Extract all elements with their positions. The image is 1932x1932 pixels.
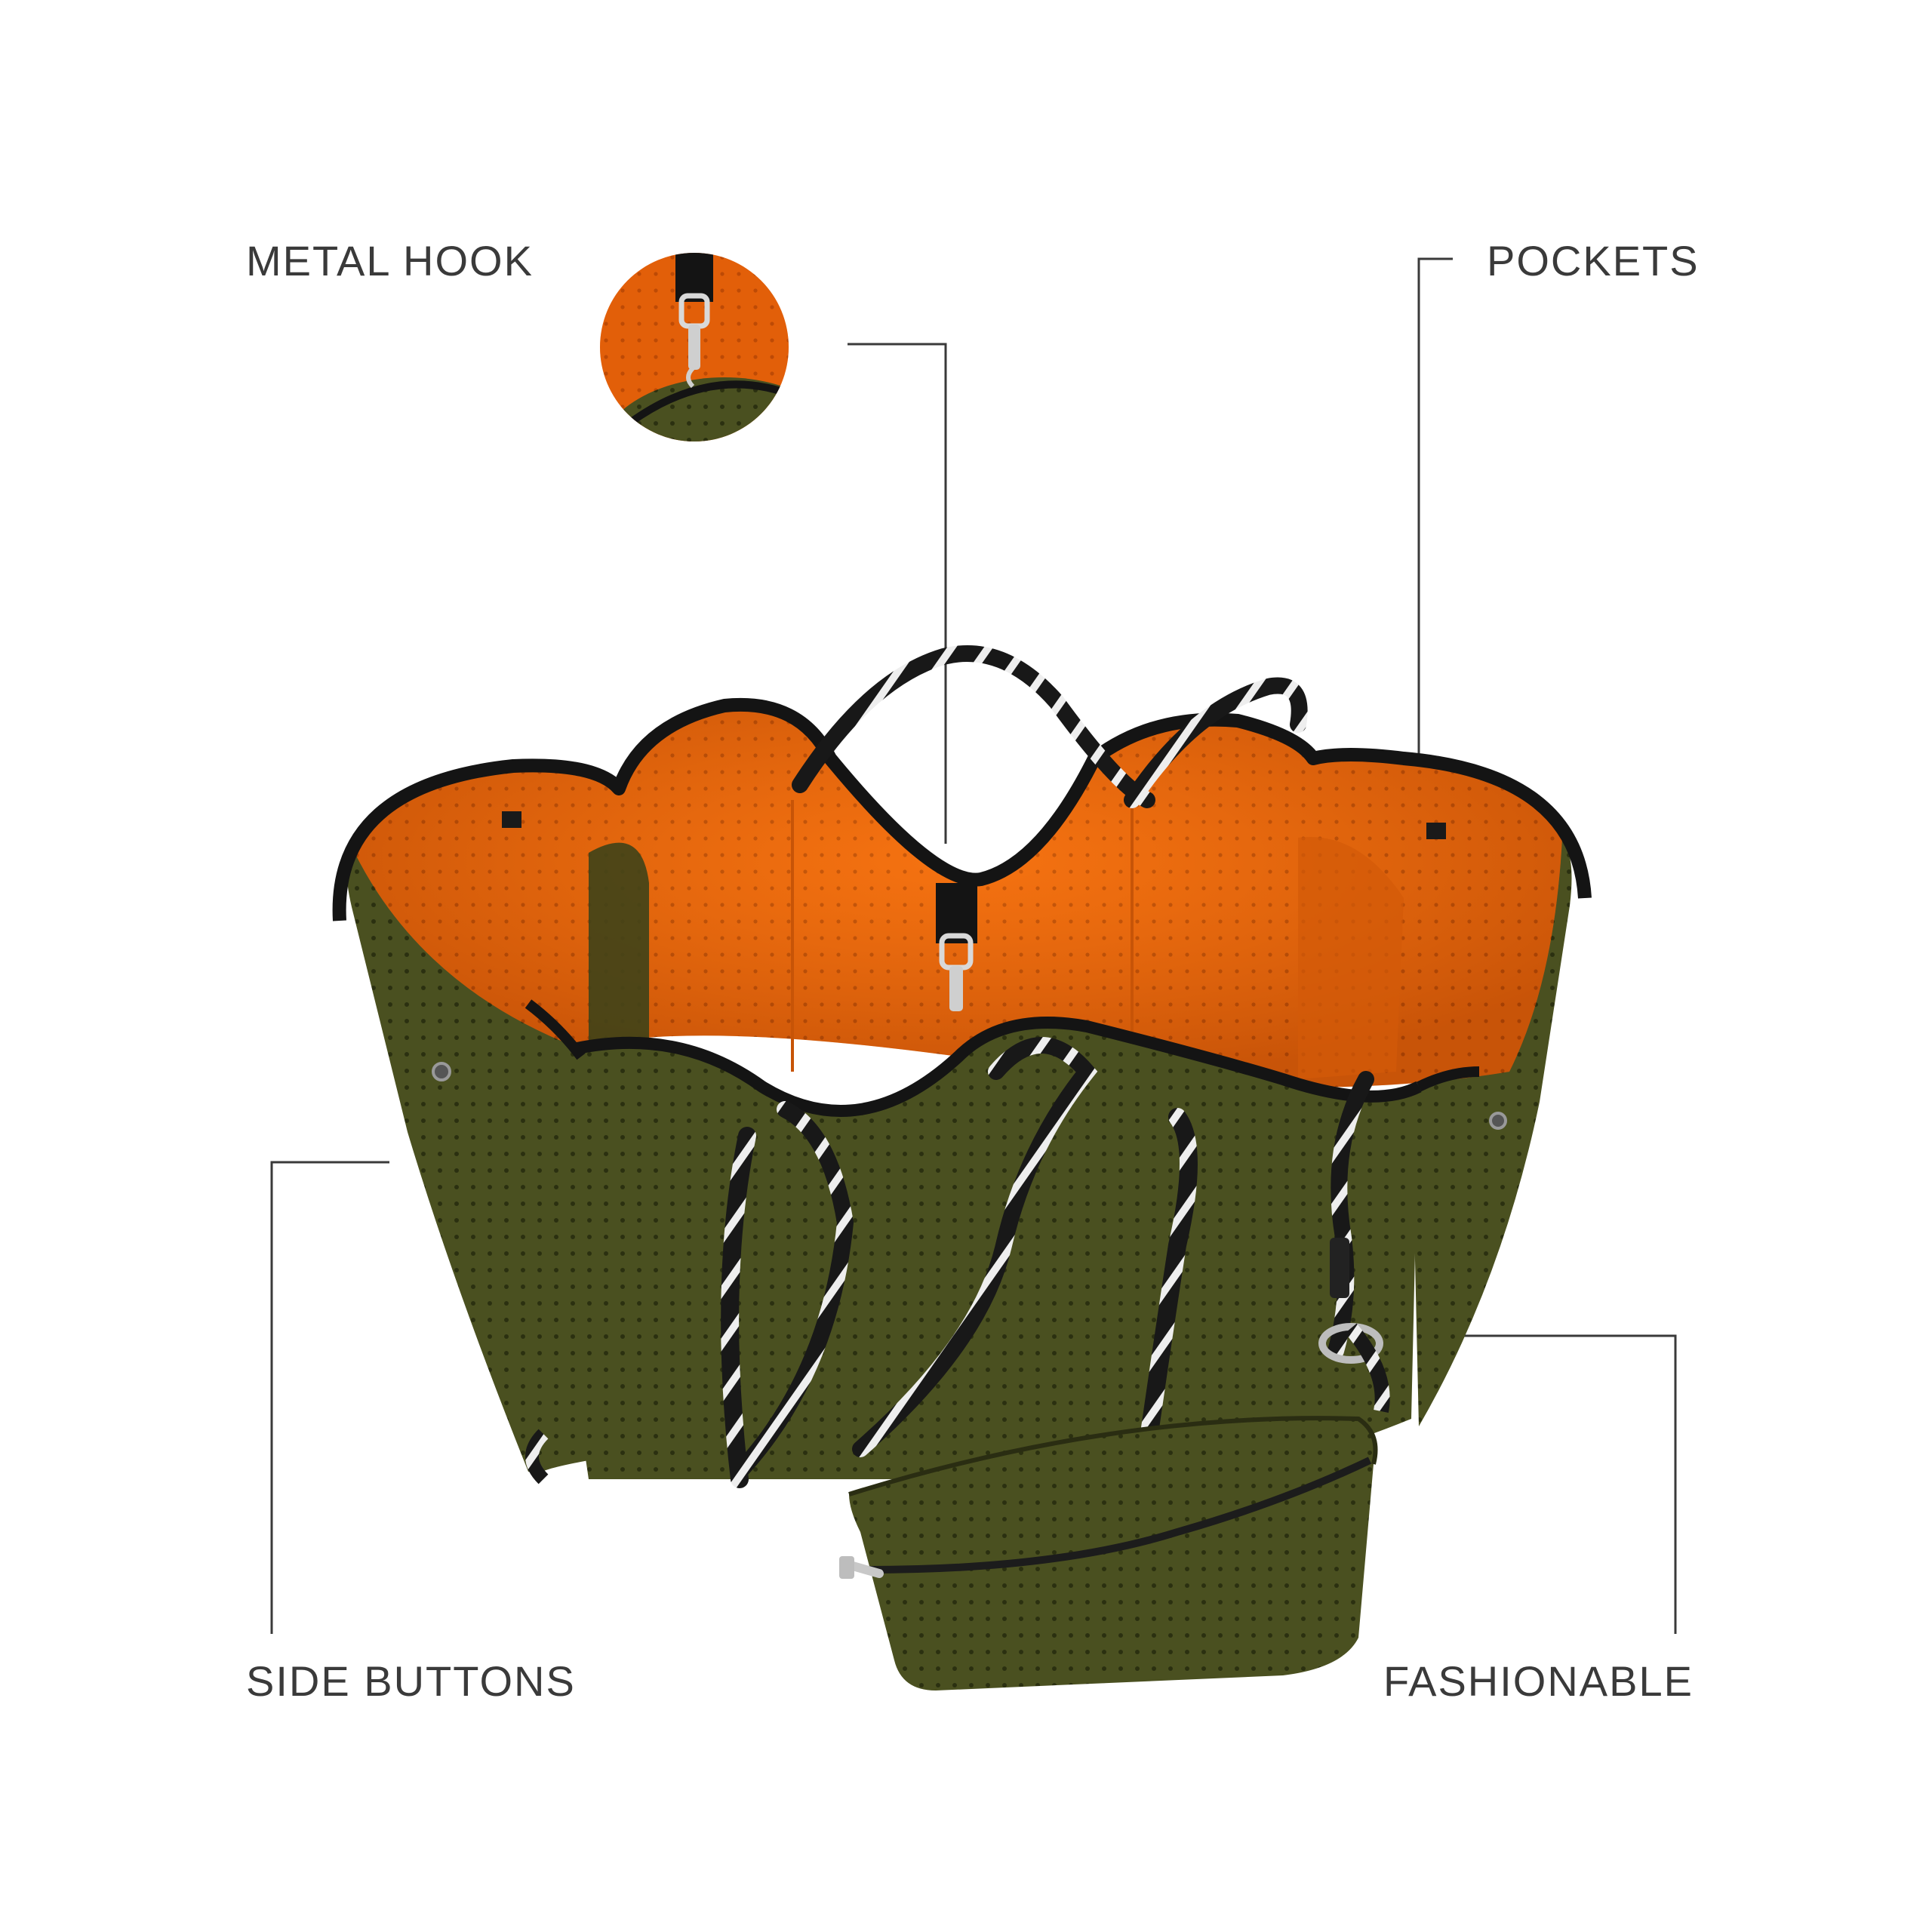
back-rope-handle (792, 645, 1155, 808)
metal-hook-inset (600, 253, 789, 441)
callout-lines (270, 257, 1677, 1634)
side-rope (1327, 1071, 1374, 1359)
side-button-right (1489, 1112, 1507, 1130)
pouch-clip (1318, 1238, 1390, 1413)
pouch-zipper (867, 1457, 1372, 1574)
fashionable-callout-line (1455, 1334, 1677, 1634)
front-rope-handle-long (731, 1101, 854, 1480)
side-button-left (432, 1062, 451, 1081)
inner-pocket-left (589, 842, 649, 1072)
front-rope-handle-center (852, 1037, 1098, 1457)
front-panel-binding (572, 1017, 1422, 1117)
front-rope-handle-left (721, 1127, 756, 1488)
pockets-label: POCKETS (1487, 237, 1700, 285)
side-buttons-callout-line (270, 1161, 389, 1634)
metal-hook-callout-line (848, 343, 947, 844)
tote-bag (332, 645, 1592, 1690)
side-buttons-label: SIDE BUTTONS (246, 1657, 576, 1705)
metal-hook-label: METAL HOOK (246, 237, 534, 285)
pockets-callout-line (1417, 257, 1453, 761)
front-rope-handle-right (1138, 1108, 1198, 1458)
inner-pocket-right (1298, 837, 1404, 1079)
fashionable-label: FASHIONABLE (1383, 1657, 1694, 1705)
zip-pouch (839, 1416, 1378, 1690)
bag-rim-binding (332, 697, 1592, 921)
